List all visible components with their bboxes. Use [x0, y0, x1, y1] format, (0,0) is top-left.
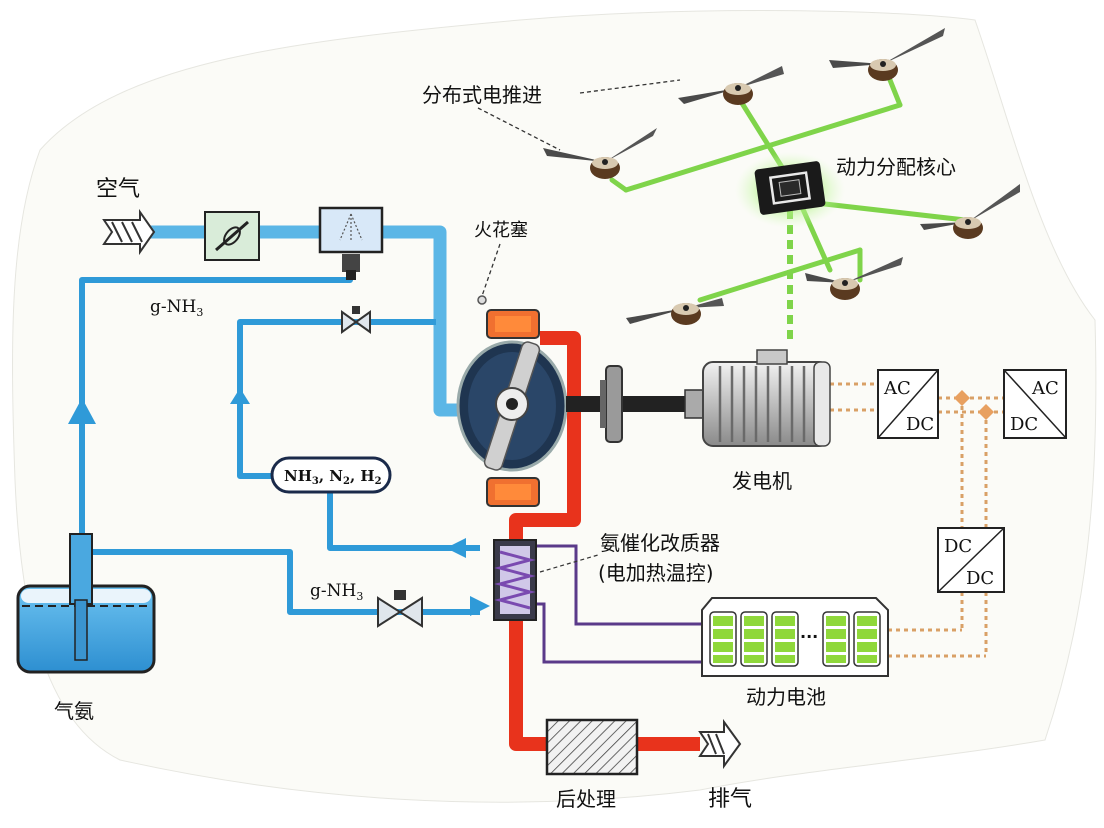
battery-label: 动力电池: [746, 685, 826, 709]
throttle-valve-icon: [204, 211, 260, 261]
conv3-dc-bottom-label: DC: [966, 568, 994, 589]
flywheel-icon: [600, 365, 623, 443]
gas-mix-h: , H: [350, 467, 375, 485]
air-inlet-arrow-icon: [102, 208, 156, 256]
propeller-icon-5: [805, 257, 903, 300]
generator-label: 发电机: [732, 469, 792, 493]
gnh3-top-main: g-NH: [150, 297, 196, 317]
gas-mix-nh: NH: [284, 467, 312, 485]
converter-ac-dc-2: [1003, 369, 1067, 439]
converter-ac-dc-1: [877, 369, 939, 439]
battery-pack-icon: [701, 597, 889, 677]
propeller-icon-6: [626, 298, 724, 325]
ammonia-tank-icon: [16, 533, 156, 674]
power-core-label: 动力分配核心: [836, 155, 956, 179]
junction-diamond-2: [978, 404, 994, 420]
flow-arrow-up-loop: [230, 388, 250, 404]
aftertreatment-box: [545, 718, 639, 776]
reformer-label-line1: 氨催化改质器: [600, 531, 720, 555]
propeller-icon-1: [543, 128, 657, 179]
gas-mix-nh-sub: 3: [312, 476, 319, 487]
gas-mix-n: , N: [319, 467, 343, 485]
gnh3-bottom-main: g-NH: [310, 581, 356, 601]
gas-mix-label: NH3, N2, H2: [284, 467, 382, 487]
gas-mix-box: [270, 456, 392, 494]
propulsion-leader-lines: [477, 79, 681, 151]
exhaust-outlet-arrow-icon: [698, 718, 742, 770]
electric-wires: [830, 382, 1003, 658]
air-intake-pipe: [150, 225, 470, 417]
propulsion-label: 分布式电推进: [422, 83, 542, 107]
conv3-dc-top-label: DC: [944, 536, 972, 557]
reformer-label-line2: (电加热温控): [598, 561, 714, 585]
conv2-dc-label: DC: [1010, 414, 1038, 435]
ammonia-reformer-icon: [493, 539, 537, 621]
gas-mix-h-sub: 2: [375, 476, 382, 487]
flow-arrow-right-reformer: [470, 596, 490, 616]
power-core-chip-icon: [754, 161, 826, 215]
flow-arrow-left-reformer: [446, 538, 466, 558]
spark-plug-leader: [481, 243, 501, 297]
gnh3-bottom-sub: 3: [356, 590, 363, 603]
reformer-leader: [539, 554, 599, 573]
generator-icon: [684, 349, 831, 447]
ammonia-injector-icon: [318, 206, 384, 280]
exhaust-label: 排气: [708, 787, 752, 812]
air-label: 空气: [96, 177, 140, 202]
gnh3-top-label: g-NH3: [150, 297, 203, 319]
propeller-icon-3: [829, 28, 945, 81]
conv1-ac-label: AC: [883, 378, 911, 399]
gnh3-bottom-label: g-NH3: [310, 581, 363, 603]
battery-cell-ellipsis: ···: [800, 627, 818, 646]
converter-dc-dc: [937, 527, 1005, 593]
flow-arrow-up-main: [68, 398, 96, 424]
drive-shaft: [566, 396, 686, 412]
aftertreatment-label: 后处理: [556, 787, 616, 811]
propeller-icon-4: [920, 184, 1020, 239]
spark-plug-label: 火花塞: [474, 220, 528, 241]
ammonia-tank-label: 气氨: [54, 699, 94, 723]
gnh3-top-sub: 3: [196, 306, 203, 319]
battery-cells: [709, 611, 881, 667]
battery-heating-wires: [536, 544, 702, 664]
propeller-icon-2: [678, 66, 784, 105]
junction-diamond-1: [954, 390, 970, 406]
recirculation-valve-icon: [341, 306, 371, 334]
conv2-ac-label: AC: [1031, 378, 1059, 399]
exhaust-pipes: [509, 331, 700, 751]
ammonia-feed-valve-icon: [377, 590, 423, 628]
conv1-dc-label: DC: [906, 414, 934, 435]
gas-mix-n-sub: 2: [343, 476, 350, 487]
